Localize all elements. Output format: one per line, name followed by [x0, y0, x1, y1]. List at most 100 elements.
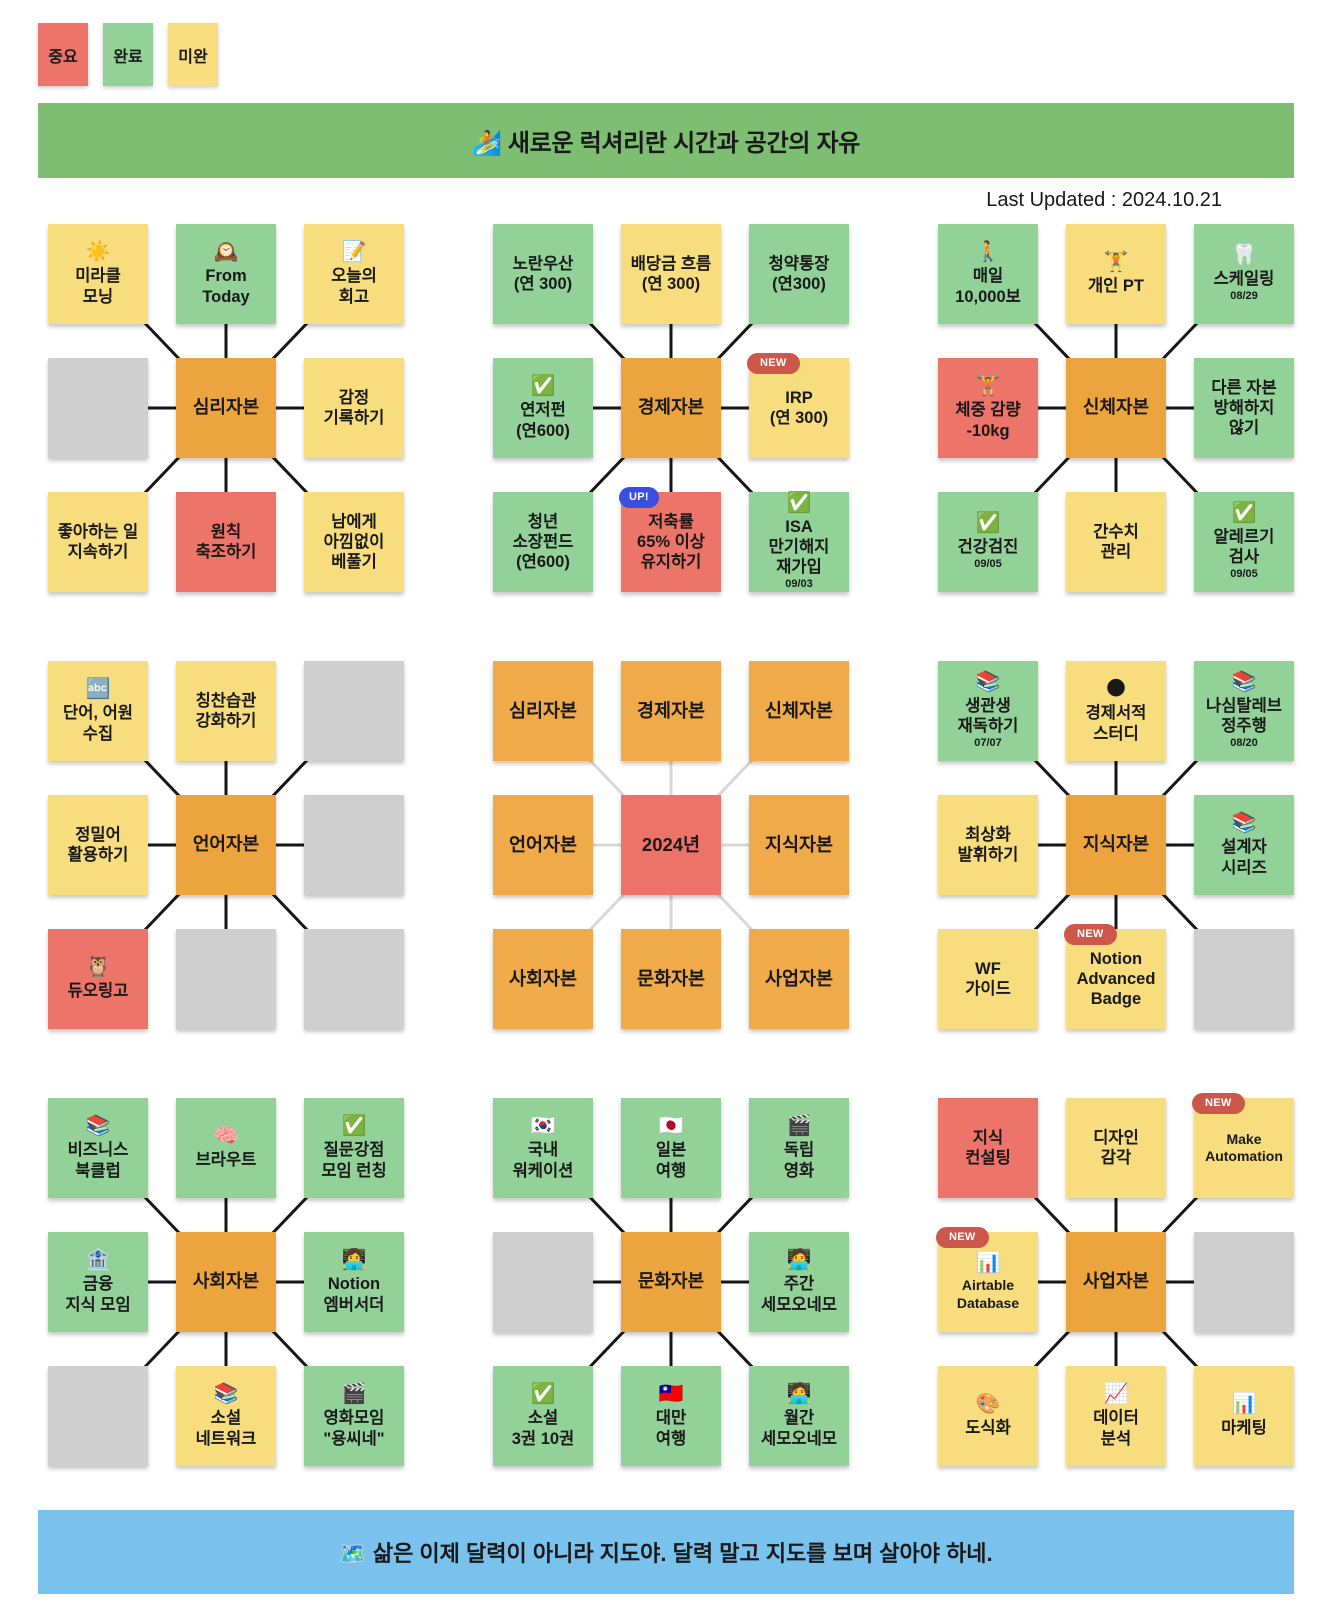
sticky-note[interactable]: 👩‍💻Notion 엠버서더 — [304, 1232, 404, 1332]
sticky-note[interactable]: 디자인 감각 — [1066, 1098, 1166, 1198]
sticky-note[interactable]: WF 가이드 — [938, 929, 1038, 1029]
sticky-note[interactable]: 좋아하는 일 지속하기 — [48, 492, 148, 592]
sticky-note[interactable]: 문화자본 — [621, 929, 721, 1029]
sticky-note[interactable]: 다른 자본 방해하지 않기 — [1194, 358, 1294, 458]
sticky-note[interactable]: 경제자본 — [621, 661, 721, 761]
sticky-note[interactable]: UP!저축률 65% 이상 유지하기 — [619, 487, 721, 592]
sticky-note[interactable]: 📚비즈니스 북클럽 — [48, 1098, 148, 1198]
sticky-note[interactable]: 신체자본 — [749, 661, 849, 761]
sticky-note[interactable]: 🎬독립 영화 — [749, 1098, 849, 1198]
sticky-note[interactable]: 🧑‍💻 월간 세모오네모 — [749, 1366, 849, 1466]
center-note[interactable]: 문화자본 — [621, 1232, 721, 1332]
center-note[interactable]: 언어자본 — [176, 795, 276, 895]
center-note[interactable]: 경제자본 — [621, 358, 721, 458]
sticky-note[interactable]: 🏋️개인 PT — [1066, 224, 1166, 324]
check-icon: ✅ — [530, 375, 556, 398]
sticky-note[interactable]: 🇰🇷국내 워케이션 — [493, 1098, 593, 1198]
sticky-note[interactable]: 최상화 발휘하기 — [938, 795, 1038, 895]
sticky-note[interactable]: 청년 소장펀드 (연600) — [493, 492, 593, 592]
sticky-note[interactable]: 배당금 흐름 (연 300) — [621, 224, 721, 324]
center-note[interactable]: 사회자본 — [176, 1232, 276, 1332]
sticky-note[interactable]: ☀️미라클 모닝 — [48, 224, 148, 324]
empty-note[interactable] — [48, 358, 148, 458]
sticky-note[interactable]: 사회자본 — [493, 929, 593, 1029]
sticky-note[interactable]: 남에게 아낌없이 베풀기 — [304, 492, 404, 592]
sticky-note[interactable]: 🏦금융 지식 모임 — [48, 1232, 148, 1332]
empty-note[interactable] — [1194, 929, 1294, 1029]
empty-note[interactable] — [493, 1232, 593, 1332]
note-date: 09/05 — [974, 558, 1002, 571]
sticky-note[interactable]: 원칙 축조하기 — [176, 492, 276, 592]
sticky-note[interactable]: 🧠브라우트 — [176, 1098, 276, 1198]
walking-person-icon: 🚶 — [975, 241, 1001, 264]
palette-icon: 🎨 — [975, 1393, 1001, 1416]
legend-incomplete[interactable]: 미완 — [168, 23, 218, 86]
center-note[interactable]: 지식자본 — [1066, 795, 1166, 895]
sticky-note[interactable]: 칭찬습관 강화하기 — [176, 661, 276, 761]
center-note[interactable]: 심리자본 — [176, 358, 276, 458]
sticky-note[interactable]: 🕰️From Today — [176, 224, 276, 324]
sticky-note[interactable]: 🧑‍💻주간 세모오네모 — [749, 1232, 849, 1332]
sticky-note[interactable]: 청약통장 (연300) — [749, 224, 849, 324]
note-text: 심리자본 — [192, 397, 260, 418]
center-note[interactable]: 신체자본 — [1066, 358, 1166, 458]
sticky-note[interactable]: 정밀어 활용하기 — [48, 795, 148, 895]
sticky-note[interactable]: 🏋️체중 감량 -10kg — [938, 358, 1038, 458]
sticky-note[interactable]: 언어자본 — [493, 795, 593, 895]
empty-note[interactable] — [1194, 1232, 1294, 1332]
sticky-note[interactable]: 사업자본 — [749, 929, 849, 1029]
legend-done[interactable]: 완료 — [103, 23, 153, 86]
empty-note[interactable] — [176, 929, 276, 1029]
note-text: 지식자본 — [1082, 834, 1150, 855]
sticky-note[interactable]: 🔤단어, 어원 수집 — [48, 661, 148, 761]
sticky-note[interactable]: 📝오늘의 회고 — [304, 224, 404, 324]
center-note[interactable]: 사업자본 — [1066, 1232, 1166, 1332]
center-note[interactable]: 2024년 — [621, 795, 721, 895]
sticky-note[interactable]: 📚설계자 시리즈 — [1194, 795, 1294, 895]
note-text: 저축률 65% 이상 유지하기 — [637, 512, 705, 572]
technologist-icon: 🧑‍💻 — [786, 1249, 812, 1272]
empty-note[interactable] — [304, 661, 404, 761]
sticky-note[interactable]: 🦉듀오링고 — [48, 929, 148, 1029]
sticky-note[interactable]: 지식 컨설팅 — [938, 1098, 1038, 1198]
sticky-note[interactable]: ✅연저펀 (연600) — [493, 358, 593, 458]
sticky-note[interactable]: 🇯🇵일본 여행 — [621, 1098, 721, 1198]
empty-note[interactable] — [48, 1366, 148, 1466]
check-icon: ✅ — [341, 1115, 367, 1138]
sticky-note[interactable]: 노란우산 (연 300) — [493, 224, 593, 324]
sticky-note[interactable]: 🚶매일 10,000보 — [938, 224, 1038, 324]
sticky-note[interactable]: 간수치 관리 — [1066, 492, 1166, 592]
empty-note[interactable] — [304, 795, 404, 895]
sticky-note[interactable]: ✅질문강점 모임 런칭 — [304, 1098, 404, 1198]
sticky-note[interactable]: 📈데이터 분석 — [1066, 1366, 1166, 1466]
note-text: 사업자본 — [764, 967, 834, 989]
sticky-note[interactable]: NEW📊Airtable Database — [936, 1227, 1038, 1332]
note-text: 월간 세모오네모 — [761, 1409, 837, 1448]
sticky-note[interactable]: 📊마케팅 — [1194, 1366, 1294, 1466]
sticky-note[interactable]: 🇹🇼대만 여행 — [621, 1366, 721, 1466]
sticky-note[interactable]: 심리자본 — [493, 661, 593, 761]
sticky-note[interactable]: 🎨도식화 — [938, 1366, 1038, 1466]
sticky-note[interactable]: ✅소설 3권 10권 — [493, 1366, 593, 1466]
sticky-note[interactable]: 🎬영화모임 "용씨네" — [304, 1366, 404, 1466]
sticky-note[interactable]: 감정 기록하기 — [304, 358, 404, 458]
sticky-note[interactable]: 📚소설 네트워크 — [176, 1366, 276, 1466]
technologist-icon: 🧑‍💻 — [786, 1383, 812, 1406]
sticky-note[interactable]: 🌑경제서적 스터디 — [1066, 661, 1166, 761]
sticky-note[interactable]: 지식자본 — [749, 795, 849, 895]
legend-important[interactable]: 중요 — [38, 23, 88, 86]
empty-note[interactable] — [304, 929, 404, 1029]
note-text: 브라우트 — [195, 1151, 257, 1170]
